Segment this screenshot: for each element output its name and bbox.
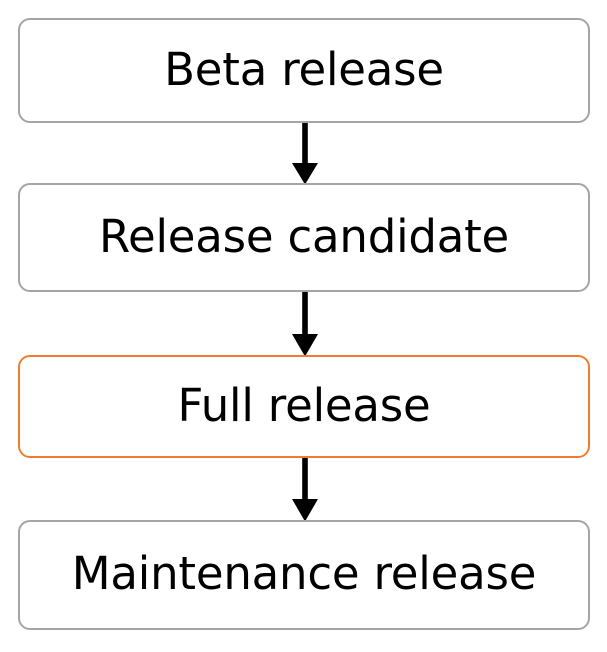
flow-node-beta-release[interactable]: Beta release: [18, 18, 590, 123]
flow-node-maintenance-release[interactable]: Maintenance release: [18, 520, 590, 630]
down-arrow-icon: [292, 290, 318, 357]
flow-node-label: Beta release: [164, 42, 444, 96]
connector-beta-to-rc: [288, 121, 322, 185]
down-arrow-icon: [292, 121, 318, 185]
down-arrow-icon: [292, 456, 318, 522]
connector-rc-to-full: [288, 290, 322, 357]
flow-node-label: Release candidate: [98, 209, 510, 263]
flow-node-full-release[interactable]: Full release: [18, 355, 590, 458]
flow-node-label: Full release: [177, 378, 431, 432]
connector-full-to-maintenance: [288, 456, 322, 522]
flow-node-label: Maintenance release: [71, 547, 537, 600]
flow-node-release-candidate[interactable]: Release candidate: [18, 183, 590, 292]
